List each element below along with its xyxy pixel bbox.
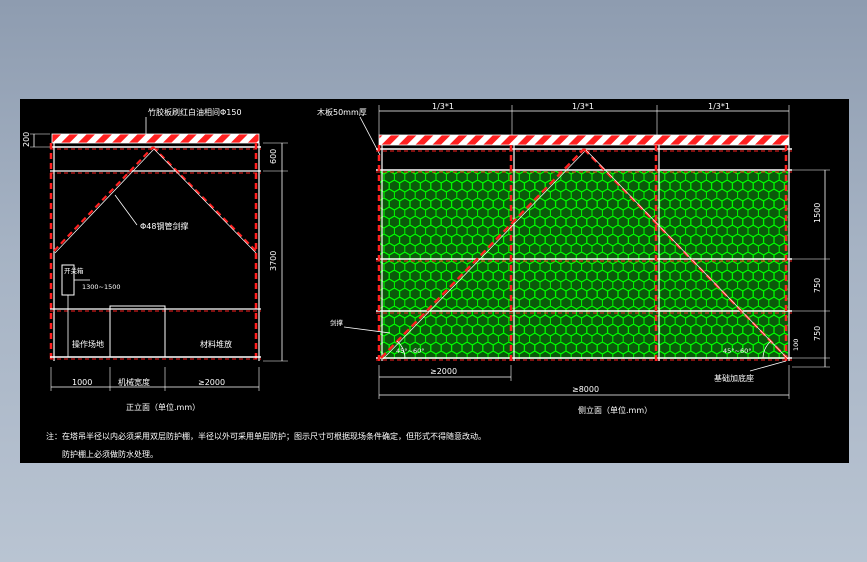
side-roof-beam xyxy=(378,134,790,146)
material-area-label: 材料堆放 xyxy=(200,339,232,349)
side-top-dim-3: 1/3*1 xyxy=(708,102,730,111)
side-elevation: 1/3*1 1/3*1 1/3*1 木板50mm厚 xyxy=(317,102,830,415)
side-posts xyxy=(377,145,790,361)
front-elevation: 开关箱 1300~1500 操作场地 材料堆放 竹胶板刷红白油相间Φ150 Φ4… xyxy=(22,107,288,412)
front-brace-left xyxy=(53,146,154,252)
side-dim-750b: 750 xyxy=(813,326,822,341)
side-angle-right: 45°~60° xyxy=(723,347,752,355)
front-dim-3700: 3700 xyxy=(269,251,278,271)
front-dim-mech: 机械宽度 xyxy=(118,377,150,387)
front-dim-1000: 1000 xyxy=(72,378,92,387)
front-brace-label: Φ48钢管剑撑 xyxy=(140,221,188,231)
side-brace-label: 剑撑 xyxy=(330,318,344,327)
cad-drawing-canvas[interactable]: 开关箱 1300~1500 操作场地 材料堆放 竹胶板刷红白油相间Φ150 Φ4… xyxy=(20,99,849,463)
front-dim-600: 600 xyxy=(269,149,278,164)
side-dim-8000: ≥8000 xyxy=(572,385,599,394)
work-area-label: 操作场地 xyxy=(72,339,104,349)
switch-box-label: 开关箱 xyxy=(64,266,84,275)
switch-height-label: 1300~1500 xyxy=(82,283,121,291)
side-base-label: 基础加底座 xyxy=(714,373,754,383)
note-line-2: 防护棚上必须做防水处理。 xyxy=(62,449,158,459)
side-view-caption: 侧立面（单位.mm） xyxy=(578,405,652,415)
side-top-dim-2: 1/3*1 xyxy=(572,102,594,111)
note-line-1: 注：在塔吊半径以内必须采用双层防护棚，半径以外可采用单层防护；图示尺寸可根据现场… xyxy=(46,431,486,441)
machine-opening xyxy=(109,305,166,358)
mesh-net xyxy=(380,171,788,359)
side-angle-left: 45°~60° xyxy=(396,347,425,355)
front-post-left xyxy=(49,143,55,361)
front-post-right xyxy=(254,143,260,361)
cad-drawing: 开关箱 1300~1500 操作场地 材料堆放 竹胶板刷红白油相间Φ150 Φ4… xyxy=(22,102,830,459)
front-top-label: 竹胶板刷红白油相间Φ150 xyxy=(148,107,242,117)
side-dim-750a: 750 xyxy=(813,278,822,293)
side-plank-label: 木板50mm厚 xyxy=(317,107,367,117)
side-horizontal-pipes xyxy=(376,169,792,361)
front-view-caption: 正立面（单位.mm） xyxy=(126,402,200,412)
side-top-dim-1: 1/3*1 xyxy=(432,102,454,111)
side-dim-1500: 1500 xyxy=(813,203,822,223)
side-dim-100: 100 xyxy=(792,339,800,351)
front-dim-200: 200 xyxy=(22,132,31,147)
side-brace-left xyxy=(380,148,585,359)
front-brace-right xyxy=(152,146,257,252)
side-dim-2000: ≥2000 xyxy=(430,367,457,376)
front-dim-2000: ≥2000 xyxy=(198,378,225,387)
front-roof-beam xyxy=(51,133,260,144)
